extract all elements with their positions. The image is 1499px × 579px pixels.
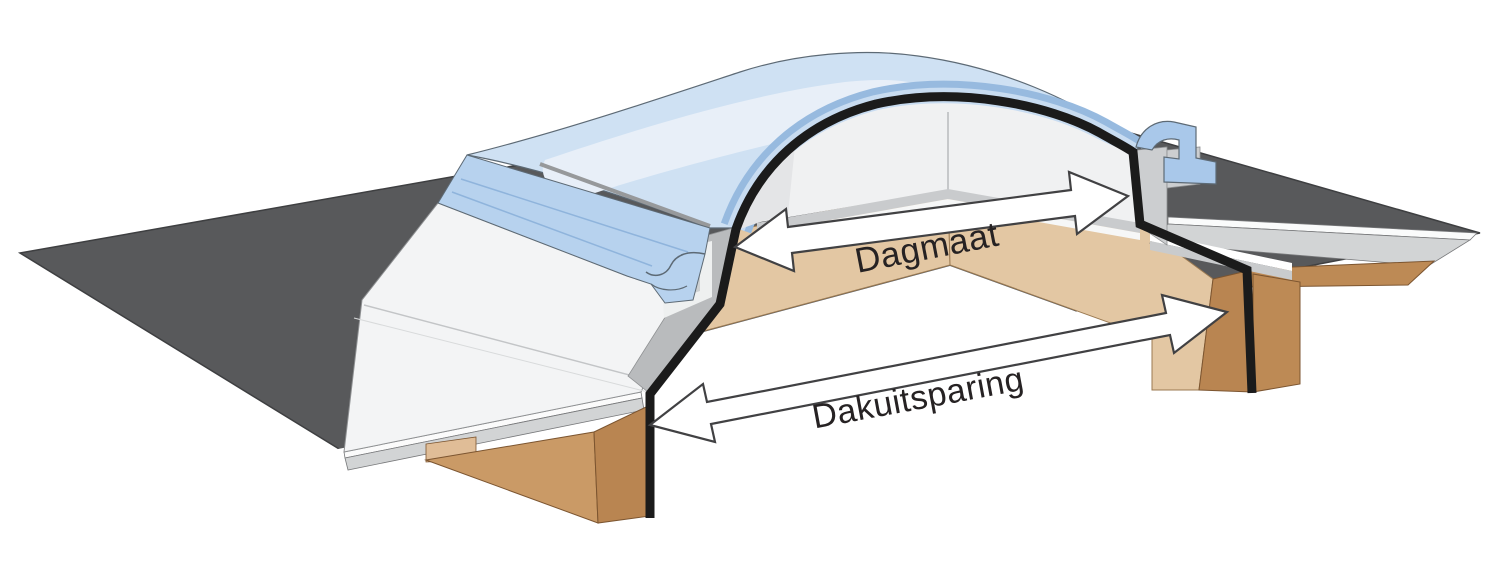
curb-inner-wall-shade: [737, 146, 795, 230]
curb-and-flashing-left: [343, 154, 734, 453]
joist-leg-right: [1252, 273, 1301, 393]
flange-hook-profile-2: [650, 283, 688, 291]
curb-base-white-strip: [757, 199, 1140, 240]
dome-frame-channel: [539, 162, 711, 228]
flange-ridge-line: [451, 191, 653, 267]
flange-hook-profile: [645, 251, 706, 277]
flange-ridge-line-2: [460, 178, 689, 253]
roof-edge-left: [343, 391, 651, 524]
skirt-crease-line: [363, 304, 657, 383]
measurement-arrows: [647, 170, 1230, 444]
dagmaat-arrow: [732, 170, 1131, 273]
section-cut-outline: [645, 92, 1257, 518]
curb-and-flashing-right: [1135, 120, 1217, 246]
dakuitsparing-arrow: [647, 293, 1230, 444]
dome-flange-z-profile: [1135, 120, 1217, 185]
skirt-crease-line-2: [353, 317, 649, 393]
dome-flange-skirt: [437, 154, 711, 304]
